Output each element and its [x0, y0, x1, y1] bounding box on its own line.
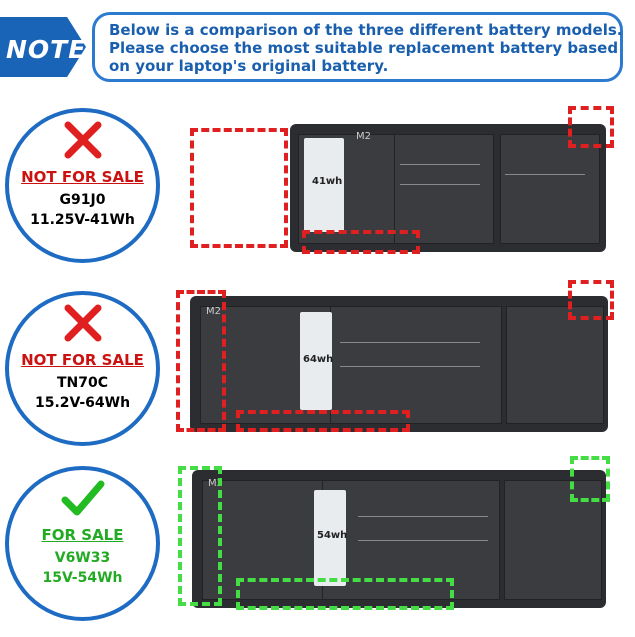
note-line-2: Please choose the most suitable replacem… — [109, 39, 619, 57]
badge-v6w33: FOR SALE V6W33 15V-54Wh — [5, 466, 160, 621]
capacity-label: 64wh — [303, 354, 334, 365]
badge-tn70c: NOT FOR SALE TN70C 15.2V-64Wh — [5, 291, 160, 446]
battery-image-g91j0: 41wh M2 — [290, 124, 606, 252]
battery-image-tn70c: 64wh M2 — [190, 296, 608, 432]
connector-label: M2 — [206, 306, 221, 317]
note-line-3: on your laptop's original battery. — [109, 57, 389, 75]
spec-label: 15.2V-64Wh — [34, 395, 131, 411]
battery-image-v6w33: 54wh M2 — [192, 470, 606, 608]
sticker: 54wh — [314, 490, 348, 586]
spec-label: 11.25V-41Wh — [30, 212, 135, 228]
dashed-outline — [176, 290, 226, 432]
connector-label: M2 — [356, 131, 371, 142]
capacity-label: 54wh — [317, 530, 348, 541]
dashed-outline — [178, 466, 222, 606]
note-box: Below is a comparison of the three diffe… — [92, 12, 623, 82]
status-label: NOT FOR SALE — [21, 168, 144, 186]
dashed-outline — [236, 578, 454, 610]
sticker: 64wh — [300, 312, 334, 410]
status-label: NOT FOR SALE — [21, 351, 144, 369]
connector-label: M2 — [208, 478, 223, 489]
note-tab — [0, 17, 86, 77]
cross-icon — [9, 303, 156, 347]
dashed-outline — [302, 230, 420, 254]
status-label: FOR SALE — [41, 526, 124, 544]
capacity-label: 41wh — [312, 176, 343, 187]
dashed-outline — [190, 128, 288, 248]
spec-label: 15V-54Wh — [42, 570, 123, 586]
model-label: V6W33 — [54, 550, 111, 566]
note-line-1: Below is a comparison of the three diffe… — [109, 21, 623, 39]
dashed-outline — [570, 456, 610, 502]
model-label: TN70C — [56, 375, 109, 391]
dashed-outline — [568, 106, 614, 148]
sticker: 41wh — [304, 138, 344, 232]
cross-icon — [9, 120, 156, 164]
badge-g91j0: NOT FOR SALE G91J0 11.25V-41Wh — [5, 108, 160, 263]
check-icon — [9, 478, 156, 522]
note-tab-label: NOTE — [6, 35, 87, 64]
dashed-outline — [236, 410, 410, 432]
dashed-outline — [568, 280, 614, 320]
model-label: G91J0 — [59, 192, 106, 208]
